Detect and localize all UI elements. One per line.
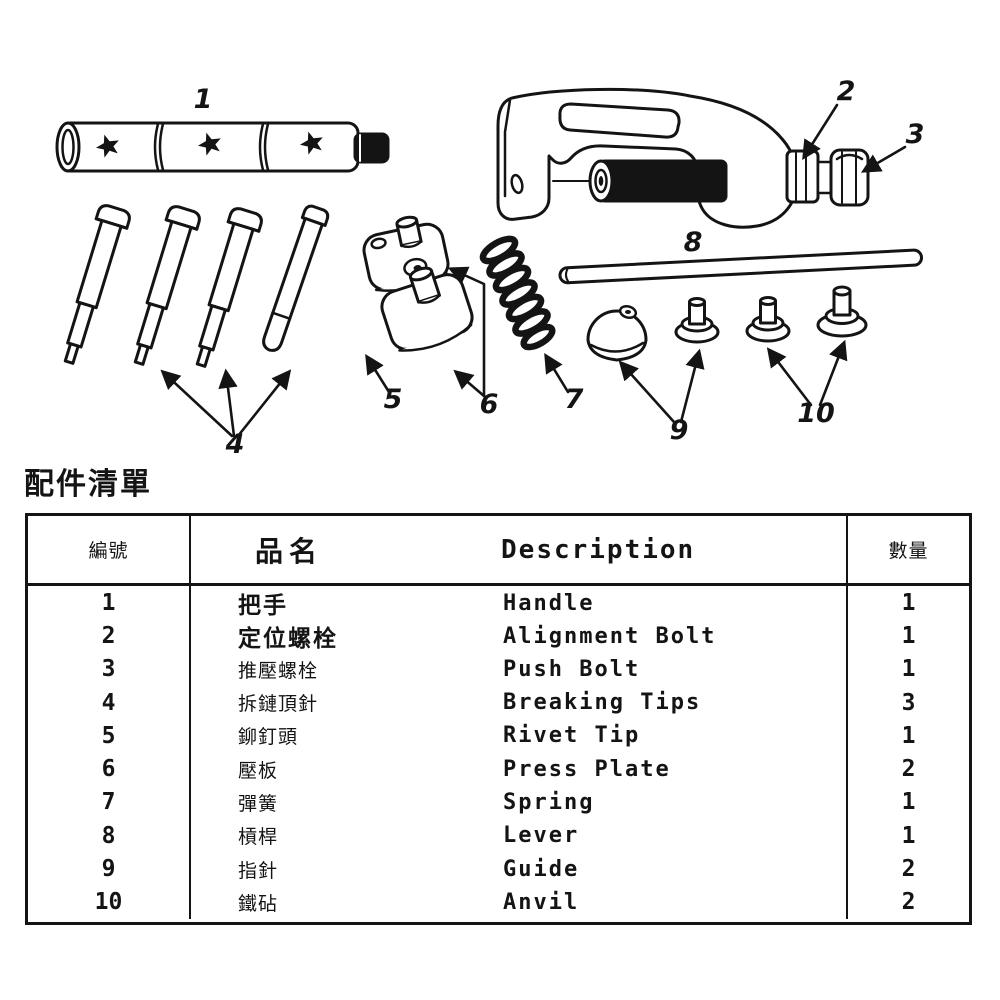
clamp-body bbox=[496, 87, 798, 229]
part-10-anvils bbox=[745, 285, 868, 343]
part-description-cell: Handle bbox=[503, 590, 595, 616]
label-9: 9 bbox=[670, 415, 689, 446]
part-7-spring bbox=[479, 235, 556, 351]
part-number-cell: 6 bbox=[28, 752, 191, 786]
part-qty-cell: 2 bbox=[901, 756, 916, 783]
label-4: 4 bbox=[225, 429, 245, 460]
part-description-cell: Anvil bbox=[503, 889, 580, 915]
parts-table-rows: 1 把手 Handle 1 2 定位螺栓 Alignment Bolt 1 3 … bbox=[28, 586, 969, 919]
column-header-name: 品名 bbox=[255, 535, 324, 567]
part-description-cell: Alignment Bolt bbox=[503, 623, 717, 649]
label-3: 3 bbox=[906, 119, 925, 150]
leader-arrows bbox=[160, 103, 907, 438]
part-description-cell: Push Bolt bbox=[503, 656, 641, 682]
label-7: 7 bbox=[565, 384, 584, 415]
label-2: 2 bbox=[837, 76, 856, 107]
part-name-cell: 槓桿 bbox=[238, 827, 279, 849]
part-qty-cell: 3 bbox=[901, 689, 916, 716]
label-10: 10 bbox=[797, 398, 835, 429]
part-number-cell: 8 bbox=[28, 819, 191, 853]
part-qty-cell: 1 bbox=[901, 590, 916, 616]
part-qty-cell: 1 bbox=[901, 722, 916, 749]
part-name-cell: 鐵砧 bbox=[238, 893, 279, 915]
parts-table-header: 編號 品名 Description 數量 bbox=[28, 516, 969, 586]
part-8-lever-rod bbox=[558, 248, 924, 285]
table-row: 2 定位螺栓 Alignment Bolt 1 bbox=[28, 619, 969, 654]
part-qty-cell: 2 bbox=[901, 889, 916, 916]
table-row: 1 把手 Handle 1 bbox=[28, 586, 969, 620]
part-6-press-plates bbox=[362, 215, 474, 352]
part-number-cell: 4 bbox=[28, 685, 191, 720]
part-number-labels: 1 2 3 4 5 6 7 8 9 10 bbox=[194, 76, 925, 460]
table-row: 7 彈簧 Spring 1 bbox=[28, 785, 969, 820]
column-header-description: Description bbox=[501, 534, 696, 565]
exploded-parts-diagram: 1 2 3 4 5 6 7 8 9 10 bbox=[55, 76, 925, 460]
part-number-cell: 1 bbox=[28, 586, 191, 620]
part-name-cell: 鉚釘頭 bbox=[238, 727, 299, 749]
part-number-cell: 5 bbox=[28, 719, 191, 753]
part-qty-cell: 2 bbox=[901, 856, 916, 883]
part-number-cell: 10 bbox=[28, 885, 191, 919]
part-5-rivet-tip bbox=[262, 204, 330, 352]
part-description-cell: Spring bbox=[503, 789, 595, 815]
part-name-cell: 指針 bbox=[238, 860, 279, 882]
table-row: 6 壓板 Press Plate 2 bbox=[28, 752, 969, 786]
part-number-cell: 7 bbox=[28, 785, 191, 820]
table-row: 8 槓桿 Lever 1 bbox=[28, 819, 969, 853]
part-description-cell: Lever bbox=[503, 823, 580, 849]
part-name-cell: 定位螺栓 bbox=[238, 625, 338, 652]
part-name-cell: 拆鏈頂針 bbox=[238, 694, 319, 716]
part-name-cell: 推壓螺栓 bbox=[238, 660, 319, 682]
part-2-alignment-bolt bbox=[785, 149, 833, 204]
part-name-cell: 壓板 bbox=[238, 760, 279, 782]
part-9-guides bbox=[586, 297, 720, 362]
part-description-cell: Press Plate bbox=[503, 756, 671, 782]
part-qty-cell: 1 bbox=[901, 656, 916, 683]
part-qty-cell: 1 bbox=[901, 789, 916, 816]
part-qty-cell: 1 bbox=[901, 822, 916, 849]
part-4-breaking-tips bbox=[63, 204, 263, 368]
clamp-grip-slot bbox=[558, 102, 681, 139]
label-5: 5 bbox=[384, 384, 403, 415]
handle-threaded-tip bbox=[353, 132, 390, 164]
part-description-cell: Guide bbox=[503, 856, 580, 882]
clamp-anvil-hole bbox=[510, 173, 524, 195]
part-name-cell: 彈簧 bbox=[238, 793, 279, 815]
table-row: 10 鐵砧 Anvil 2 bbox=[28, 885, 969, 919]
part-number-cell: 2 bbox=[28, 619, 191, 654]
table-row: 5 鉚釘頭 Rivet Tip 1 bbox=[28, 719, 969, 753]
label-1: 1 bbox=[194, 84, 213, 115]
table-row: 9 指針 Guide 2 bbox=[28, 852, 969, 886]
part-3-push-bolt bbox=[829, 148, 870, 207]
table-row: 4 拆鏈頂針 Breaking Tips 3 bbox=[28, 685, 969, 720]
part-name-cell: 把手 bbox=[238, 592, 288, 618]
part-1-handle bbox=[55, 121, 390, 173]
parts-table: 編號 品名 Description 數量 1 把手 Handle 1 2 定位螺… bbox=[25, 513, 972, 925]
part-description-cell: Breaking Tips bbox=[503, 690, 702, 716]
clamp-screw bbox=[588, 159, 728, 203]
part-qty-cell: 1 bbox=[901, 623, 916, 650]
part-number-cell: 9 bbox=[28, 852, 191, 886]
parts-list-heading: 配件清單 bbox=[24, 468, 152, 501]
handle-logo-marks bbox=[95, 131, 323, 158]
part-description-cell: Rivet Tip bbox=[503, 723, 641, 749]
column-header-no: 編號 bbox=[28, 516, 191, 583]
part-number-cell: 3 bbox=[28, 652, 191, 686]
column-header-qty: 數量 bbox=[888, 541, 929, 562]
label-8: 8 bbox=[684, 227, 703, 258]
label-6: 6 bbox=[480, 389, 499, 420]
table-row: 3 推壓螺栓 Push Bolt 1 bbox=[28, 652, 969, 686]
